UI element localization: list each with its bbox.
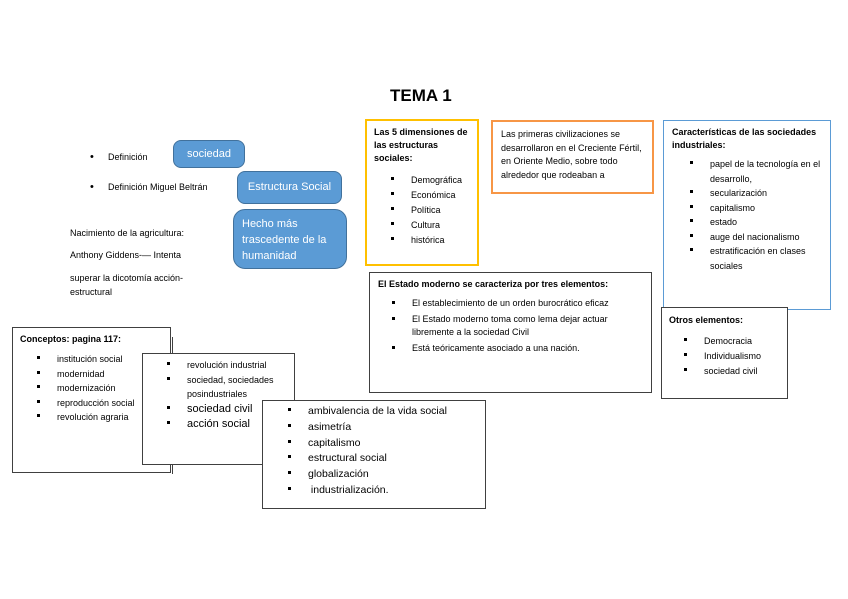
concepts-3-list: ambivalencia de la vida social asimetría… <box>271 404 477 499</box>
list-item: acción social <box>167 417 287 432</box>
list-item: revolución industrial <box>167 358 287 373</box>
definition-label-2: Definición Miguel Beltrán <box>90 181 207 193</box>
list-item: El establecimiento de un orden burocráti… <box>392 297 643 311</box>
modern-state-box: El Estado moderno se caracteriza por tre… <box>369 272 652 393</box>
list-item: estado <box>690 215 822 230</box>
note-giddens: Anthony Giddens-— Intenta <box>70 250 182 260</box>
civilizations-text: Las primeras civilizaciones se desarroll… <box>501 129 642 180</box>
civilizations-box: Las primeras civilizaciones se desarroll… <box>491 120 654 194</box>
note-agriculture: Nacimiento de la agricultura: <box>70 228 185 238</box>
dimensions-heading: Las 5 dimensiones de las estructuras soc… <box>374 127 468 163</box>
list-item: Democracia <box>684 334 780 349</box>
note-dicotomia: superar la dicotomía acción- <box>70 273 184 283</box>
industrial-list: papel de la tecnología en el desarrollo,… <box>672 157 822 273</box>
concepts-2-list: revolución industrial sociedad, sociedad… <box>150 358 287 432</box>
other-elements-list: Democracia Individualismo sociedad civil <box>669 334 780 379</box>
concepts-heading: Conceptos: pagina 117: <box>20 334 122 344</box>
list-item: Económica <box>391 188 470 203</box>
connector-line <box>172 464 173 474</box>
list-item: ambivalencia de la vida social <box>288 404 477 420</box>
list-item: Está teóricamente asociado a una nación. <box>392 342 643 356</box>
list-item: sociedad, sociedades posindustriales <box>167 373 287 402</box>
list-item: asimetría <box>288 420 477 436</box>
connector-line <box>172 337 173 353</box>
list-item: institución social <box>37 352 163 367</box>
list-item: industrialización. <box>288 483 477 499</box>
list-item: estratificación en clases sociales <box>690 244 822 273</box>
other-elements-heading: Otros elementos: <box>669 315 744 325</box>
term-sociedad-box: sociedad <box>173 140 245 168</box>
definition-label-1: Definición <box>90 151 147 163</box>
list-item: Demográfica <box>391 173 470 188</box>
term-estructura-social-box: Estructura Social <box>237 171 342 204</box>
list-item: El Estado moderno toma como lema dejar a… <box>392 313 637 340</box>
list-item: auge del nacionalismo <box>690 230 822 245</box>
list-item: capitalismo <box>690 201 822 216</box>
list-item: Política <box>391 203 470 218</box>
dimensions-list: Demográfica Económica Política Cultura h… <box>374 173 470 248</box>
term-estructura-social: Estructura Social <box>247 181 332 193</box>
list-item: secularización <box>690 186 822 201</box>
list-item: Cultura <box>391 218 470 233</box>
list-item: capitalismo <box>288 436 477 452</box>
other-elements-box: Otros elementos: Democracia Individualis… <box>661 307 788 399</box>
page-title: TEMA 1 <box>390 86 452 105</box>
term-sociedad: sociedad <box>186 148 232 160</box>
list-item: revolución agraria <box>37 410 163 425</box>
concepts-box-3: ambivalencia de la vida social asimetría… <box>262 400 486 509</box>
concepts-list: institución social modernidad modernizac… <box>20 352 163 425</box>
highlight-box: Hecho más trascedente de la humanidad <box>233 209 347 269</box>
list-item: Individualismo <box>684 349 780 364</box>
list-item: reproducción social <box>37 396 163 411</box>
list-item: sociedad civil <box>684 364 780 379</box>
list-item: papel de la tecnología en el desarrollo, <box>690 157 822 186</box>
note-estructural: estructural <box>70 287 113 297</box>
industrial-heading: Características de las sociedades indust… <box>672 127 817 150</box>
list-item: modernidad <box>37 367 163 382</box>
industrial-box: Características de las sociedades indust… <box>663 120 831 310</box>
highlight-text: Hecho más trascedente de la humanidad <box>242 218 327 262</box>
list-item: histórica <box>391 233 470 248</box>
list-item: globalización <box>288 467 477 483</box>
list-item: sociedad civil <box>167 402 287 417</box>
list-item: modernización <box>37 381 163 396</box>
dimensions-box: Las 5 dimensiones de las estructuras soc… <box>365 119 479 266</box>
modern-state-heading: El Estado moderno se caracteriza por tre… <box>378 279 609 289</box>
modern-state-list: El establecimiento de un orden burocráti… <box>378 297 643 355</box>
list-item: estructural social <box>288 451 477 467</box>
